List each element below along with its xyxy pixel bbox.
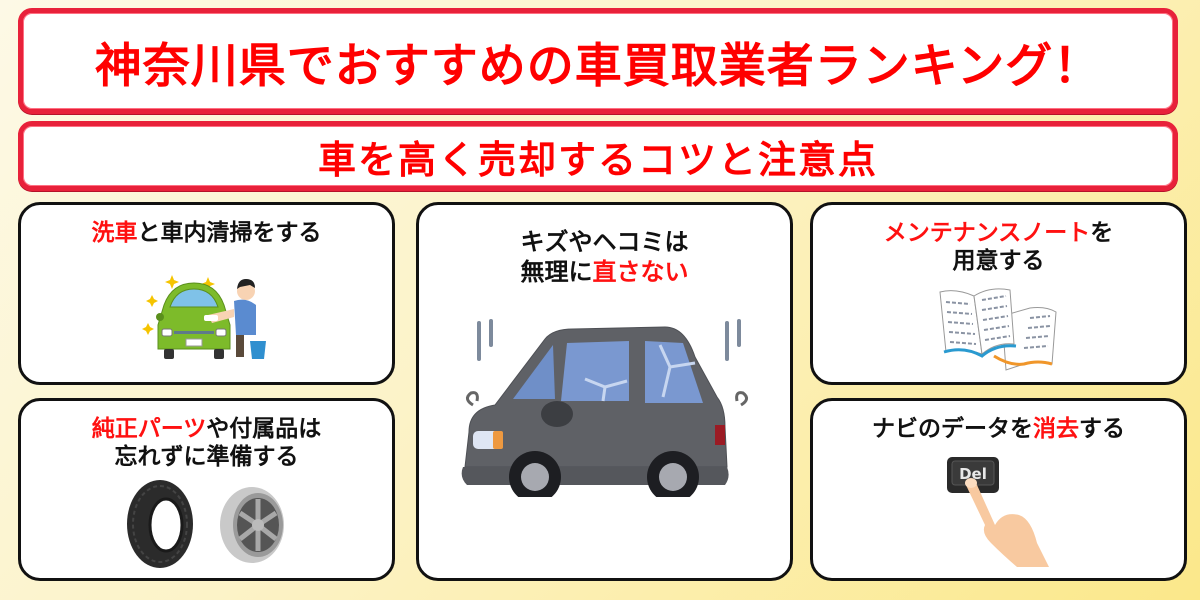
tip-card-scratches: キズやヘコミは 無理に直さない: [416, 202, 793, 581]
svg-text:Del: Del: [959, 465, 987, 483]
tip-card-parts: 純正パーツや付属品は 忘れずに準備する: [18, 398, 395, 581]
tip-card-navi: ナビのデータを消去する Del: [810, 398, 1187, 581]
tip-card-wash: 洗車と車内清掃をする: [18, 202, 395, 385]
tip-heading: ナビのデータを消去する: [872, 416, 1125, 442]
page-subtitle: 車を高く売却するコツと注意点: [317, 137, 878, 182]
car-washing-icon: [141, 274, 266, 359]
delete-key-icon: Del: [946, 457, 1049, 567]
damaged-car-icon: [461, 319, 748, 497]
tip-heading: 洗車と車内清掃をする: [91, 220, 322, 246]
subtitle-banner: 車を高く売却するコツと注意点: [18, 121, 1178, 191]
page-title: 神奈川県でおすすめの車買取業者ランキング！: [94, 38, 1102, 94]
tip-heading: 純正パーツや付属品は 忘れずに準備する: [91, 416, 322, 470]
notebook-icon: [938, 287, 1057, 371]
page-title-banner: 神奈川県でおすすめの車買取業者ランキング！: [18, 8, 1178, 114]
tip-card-maintenance: メンテナンスノートを 用意する: [810, 202, 1187, 385]
tip-heading: キズやヘコミは 無理に直さない: [520, 228, 689, 286]
tip-heading: メンテナンスノートを 用意する: [883, 220, 1114, 274]
tire-and-wheel-icon: [126, 480, 284, 568]
